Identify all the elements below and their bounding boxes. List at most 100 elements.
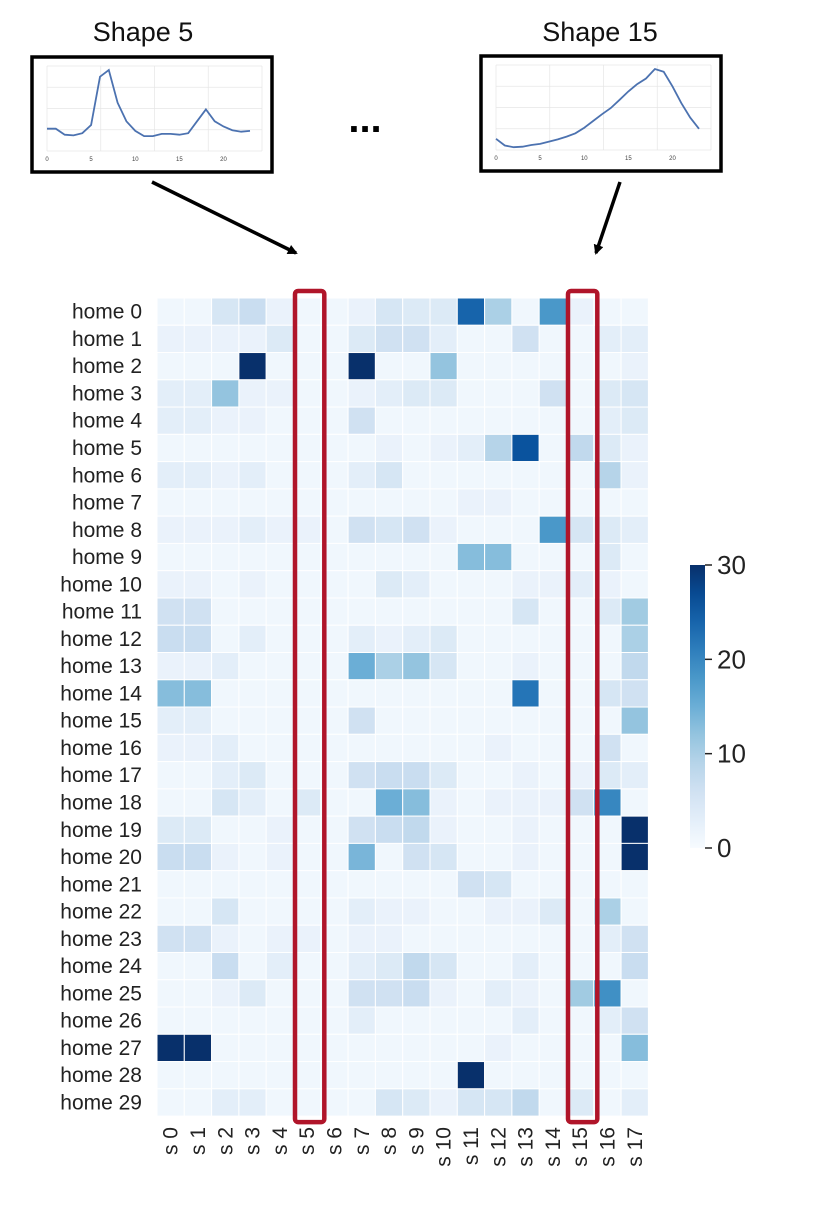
heatmap-cell	[538, 652, 568, 681]
heatmap-cell	[265, 924, 295, 953]
heatmap-cell	[429, 1033, 458, 1063]
heatmap-cell	[211, 488, 240, 517]
row-label: home 26	[60, 1010, 142, 1033]
heatmap-cell	[238, 597, 267, 626]
heatmap-cell	[347, 815, 376, 844]
heatmap-cell	[456, 761, 486, 790]
heatmap-cell	[620, 624, 649, 654]
ellipsis-text: ...	[348, 97, 381, 141]
inset-x-tick: 5	[89, 157, 93, 163]
heatmap-cell	[211, 842, 240, 872]
heatmap-cell	[293, 1061, 322, 1090]
heatmap-cell	[429, 924, 458, 953]
heatmap-cell	[511, 488, 540, 517]
heatmap-cell	[347, 679, 376, 708]
row-label: home 21	[60, 873, 142, 896]
inset-x-tick: 20	[669, 156, 676, 162]
heatmap-cell	[265, 406, 295, 435]
heatmap-cell	[538, 951, 568, 981]
heatmap-cell	[265, 542, 295, 572]
heatmap-cell	[347, 652, 376, 681]
heatmap-cell	[347, 488, 376, 517]
heatmap-cell	[402, 379, 431, 408]
inset-x-tick: 5	[538, 156, 542, 162]
heatmap-cell	[238, 570, 267, 599]
heatmap-cell	[211, 406, 240, 435]
heatmap-cell	[620, 406, 649, 435]
heatmap-cell	[538, 1088, 568, 1117]
heatmap-cell	[538, 1061, 568, 1090]
inset-shape-5-title: Shape 5	[93, 17, 194, 47]
heatmap-cell	[183, 733, 213, 763]
heatmap-cell	[211, 951, 240, 981]
heatmap-cell	[620, 924, 649, 953]
heatmap-cell	[347, 733, 376, 763]
heatmap-cell	[156, 979, 185, 1008]
heatmap-cell	[402, 1088, 431, 1117]
heatmap-cell	[238, 897, 267, 926]
heatmap-cell	[374, 406, 404, 435]
heatmap-cell	[566, 733, 595, 763]
heatmap-cell	[183, 924, 213, 953]
row-label: home 2	[72, 355, 142, 378]
heatmap-cell	[347, 870, 376, 899]
heatmap-cell	[511, 1033, 540, 1063]
heatmap-cell	[511, 570, 540, 599]
heatmap-cell	[402, 433, 431, 463]
colorbar-tick-label: 30	[717, 550, 746, 580]
heatmap-cell	[484, 597, 513, 626]
row-label: home 18	[60, 792, 142, 815]
heatmap-cell	[566, 597, 595, 626]
heatmap-cell	[211, 597, 240, 626]
heatmap-cell	[484, 652, 513, 681]
heatmap-cell	[456, 1033, 486, 1063]
row-label: home 28	[60, 1064, 142, 1087]
heatmap-cell	[538, 842, 568, 872]
heatmap-cell	[265, 652, 295, 681]
heatmap-cell	[347, 924, 376, 953]
heatmap-cell	[265, 1033, 295, 1063]
column-label: s 10	[433, 1127, 456, 1167]
heatmap-cell	[183, 461, 213, 490]
heatmap-cell	[183, 488, 213, 517]
heatmap-cell	[511, 951, 540, 981]
heatmap-cell	[293, 324, 322, 354]
heatmap-cell	[156, 624, 185, 654]
heatmap-cell	[293, 897, 322, 926]
heatmap-cell	[265, 733, 295, 763]
colorbar-gradient	[690, 565, 705, 848]
heatmap-cell	[511, 788, 540, 817]
heatmap-cell	[293, 597, 322, 626]
heatmap-cell	[374, 815, 404, 844]
heatmap-cell	[238, 1033, 267, 1063]
heatmap-cell	[402, 1033, 431, 1063]
heatmap-cell	[538, 597, 568, 626]
column-label: s 5	[296, 1127, 319, 1155]
heatmap-cell	[484, 324, 513, 354]
heatmap-cell	[511, 461, 540, 490]
heatmap-cell	[374, 788, 404, 817]
heatmap-cell	[374, 979, 404, 1008]
heatmap-cell	[538, 515, 568, 544]
heatmap-cell	[265, 897, 295, 926]
heatmap	[156, 297, 649, 1117]
heatmap-cell	[511, 542, 540, 572]
heatmap-cell	[456, 352, 486, 381]
heatmap-cell	[484, 406, 513, 435]
heatmap-cell	[293, 515, 322, 544]
heatmap-cell	[265, 352, 295, 381]
heatmap-cell	[211, 706, 240, 735]
heatmap-cell	[156, 870, 185, 899]
heatmap-cell	[293, 542, 322, 572]
heatmap-cell	[347, 951, 376, 981]
row-label: home 16	[60, 737, 142, 760]
heatmap-cell	[238, 870, 267, 899]
heatmap-cell	[402, 679, 431, 708]
heatmap-cell	[456, 542, 486, 572]
heatmap-cell	[484, 515, 513, 544]
heatmap-cell	[620, 461, 649, 490]
